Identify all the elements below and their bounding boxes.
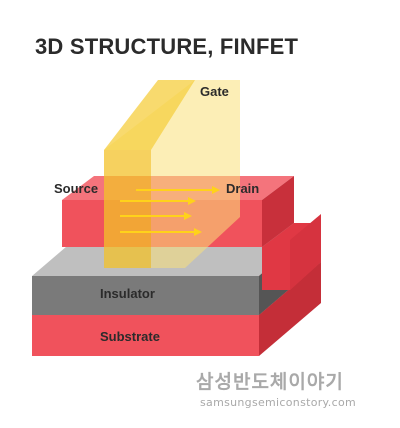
- brand-korean-text: 삼성반도체이야기: [196, 371, 344, 393]
- current-arrows: [120, 186, 220, 236]
- insulator-front-face: [32, 276, 259, 315]
- diagram-title: 3D STRUCTURE, FINFET: [35, 34, 299, 59]
- substrate-label: Substrate: [100, 329, 160, 344]
- substrate-side-face: [259, 262, 321, 356]
- source-label: Source: [54, 181, 98, 196]
- drain-lower-side: [290, 214, 321, 290]
- gate-front-face: [104, 150, 151, 268]
- drain-label: Drain: [226, 181, 259, 196]
- substrate-front-face: [32, 315, 259, 356]
- brand-url-text: samsungsemiconstory.com: [200, 396, 356, 409]
- gate-side-face: [151, 80, 240, 268]
- fin-side-face: [262, 176, 294, 247]
- gate-upper-face: [104, 80, 195, 150]
- insulator-label: Insulator: [100, 286, 155, 301]
- gate-label: Gate: [200, 84, 229, 99]
